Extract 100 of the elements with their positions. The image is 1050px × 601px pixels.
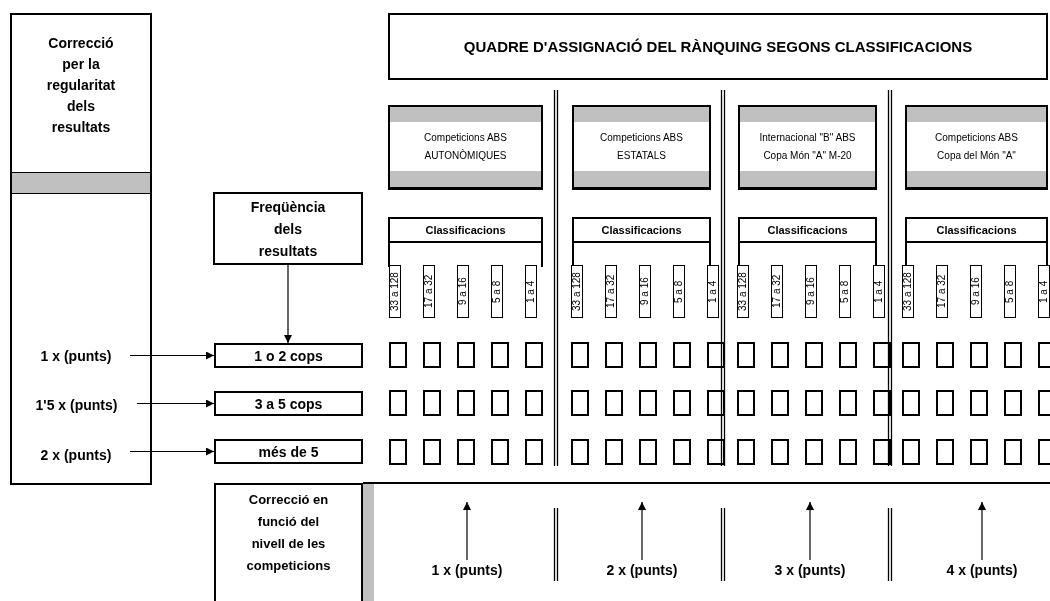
grid-box — [737, 342, 755, 368]
grid-box — [902, 439, 920, 465]
column-heading: Classificacions — [907, 219, 1046, 243]
grid-box — [771, 390, 789, 416]
grid-box — [389, 342, 407, 368]
grid-box — [805, 439, 823, 465]
multiplier-label: 4 x (punts) — [927, 560, 1037, 580]
arrow — [978, 501, 986, 561]
multiplier-label: 2 x (punts) — [587, 560, 697, 580]
grid-box — [771, 439, 789, 465]
grid-box — [639, 342, 657, 368]
grid-box — [936, 342, 954, 368]
range-label: 1 a 4 — [873, 265, 885, 318]
note-box: Freqüència dels resultats — [213, 192, 363, 265]
multiplier-label: 1 x (punts) — [412, 560, 522, 580]
range-label: 9 a 16 — [639, 265, 651, 318]
category-box: Competicions ABS ESTATALS — [572, 105, 711, 190]
grid-box — [1004, 390, 1022, 416]
grid-box — [457, 390, 475, 416]
grid-box — [1004, 439, 1022, 465]
grid-box — [525, 390, 543, 416]
range-label: 9 a 16 — [457, 265, 469, 318]
range-label: 5 a 8 — [839, 265, 851, 318]
range-label: 33 a 128 — [902, 265, 914, 318]
grid-box — [707, 439, 725, 465]
range-label: 5 a 8 — [1004, 265, 1016, 318]
grid-box — [970, 439, 988, 465]
column-heading: Classificacions — [740, 219, 875, 243]
grid-box — [525, 342, 543, 368]
grid-box — [491, 439, 509, 465]
grid-box — [839, 342, 857, 368]
range-label: 1 a 4 — [1038, 265, 1050, 318]
grid-box — [873, 439, 891, 465]
grid-box — [936, 390, 954, 416]
grid-box — [491, 342, 509, 368]
range-label: 17 a 32 — [771, 265, 783, 318]
grid-box — [902, 342, 920, 368]
category-box: Competicions ABS Copa del Món "A" — [905, 105, 1048, 190]
heading-box: QUADRE D'ASSIGNACIÓ DEL RÀNQUING SEGONS CLASSIFICACIONS — [388, 13, 1048, 80]
column-heading: Classificacions — [390, 219, 541, 243]
grid-box — [423, 390, 441, 416]
grid-box — [1004, 342, 1022, 368]
multiplier-label: 1'5 x (punts) — [16, 394, 137, 416]
grid-box — [873, 390, 891, 416]
column-heading: Classificacions — [574, 219, 709, 243]
grid-box — [707, 342, 725, 368]
arrow — [638, 501, 646, 561]
range-label: 33 a 128 — [571, 265, 583, 318]
grid-box — [839, 390, 857, 416]
grid-box — [970, 342, 988, 368]
range-label: 1 a 4 — [707, 265, 719, 318]
grid-box — [639, 390, 657, 416]
grid-box — [423, 439, 441, 465]
grid-box — [639, 439, 657, 465]
frequency-box: més de 5 — [214, 439, 363, 464]
range-label: 9 a 16 — [970, 265, 982, 318]
arrow — [129, 447, 215, 456]
grid-box — [970, 390, 988, 416]
range-label: 33 a 128 — [737, 265, 749, 318]
grid-box — [457, 342, 475, 368]
multiplier-label: 3 x (punts) — [755, 560, 865, 580]
arrow — [129, 351, 215, 360]
range-label: 5 a 8 — [491, 265, 503, 318]
grid-box — [673, 342, 691, 368]
grid-box — [737, 390, 755, 416]
category-box: Competicions ABS AUTONÒMIQUES — [388, 105, 543, 190]
range-label: 17 a 32 — [936, 265, 948, 318]
grid-box — [936, 439, 954, 465]
note-box: Correcció en funció del nivell de les competicions — [214, 483, 363, 601]
grid-box — [571, 390, 589, 416]
grid-box — [673, 390, 691, 416]
grid-box — [873, 342, 891, 368]
grid-box — [673, 439, 691, 465]
grid-box — [605, 439, 623, 465]
grid-box — [389, 390, 407, 416]
multiplier-label: 1 x (punts) — [22, 345, 130, 367]
range-label: 1 a 4 — [525, 265, 537, 318]
grid-box — [902, 390, 920, 416]
range-label: 33 a 128 — [389, 265, 401, 318]
category-box: Internacional "B" ABS Copa Món "A" M-20 — [738, 105, 877, 190]
grid-box — [605, 390, 623, 416]
grid-box — [571, 342, 589, 368]
range-label: 5 a 8 — [673, 265, 685, 318]
arrow — [136, 399, 215, 408]
grid-box — [457, 439, 475, 465]
grid-box — [805, 342, 823, 368]
grid-box — [737, 439, 755, 465]
frequency-box: 3 a 5 cops — [214, 391, 363, 416]
side-panel — [10, 13, 152, 485]
grid-box — [389, 439, 407, 465]
grid-box — [423, 342, 441, 368]
frequency-box: 1 o 2 cops — [214, 343, 363, 368]
grid-box — [525, 439, 543, 465]
arrow — [806, 501, 814, 561]
range-label: 17 a 32 — [423, 265, 435, 318]
grid-box — [805, 390, 823, 416]
grid-box — [491, 390, 509, 416]
arrow — [284, 264, 292, 344]
grid-box — [707, 390, 725, 416]
multiplier-label: 2 x (punts) — [22, 444, 130, 466]
